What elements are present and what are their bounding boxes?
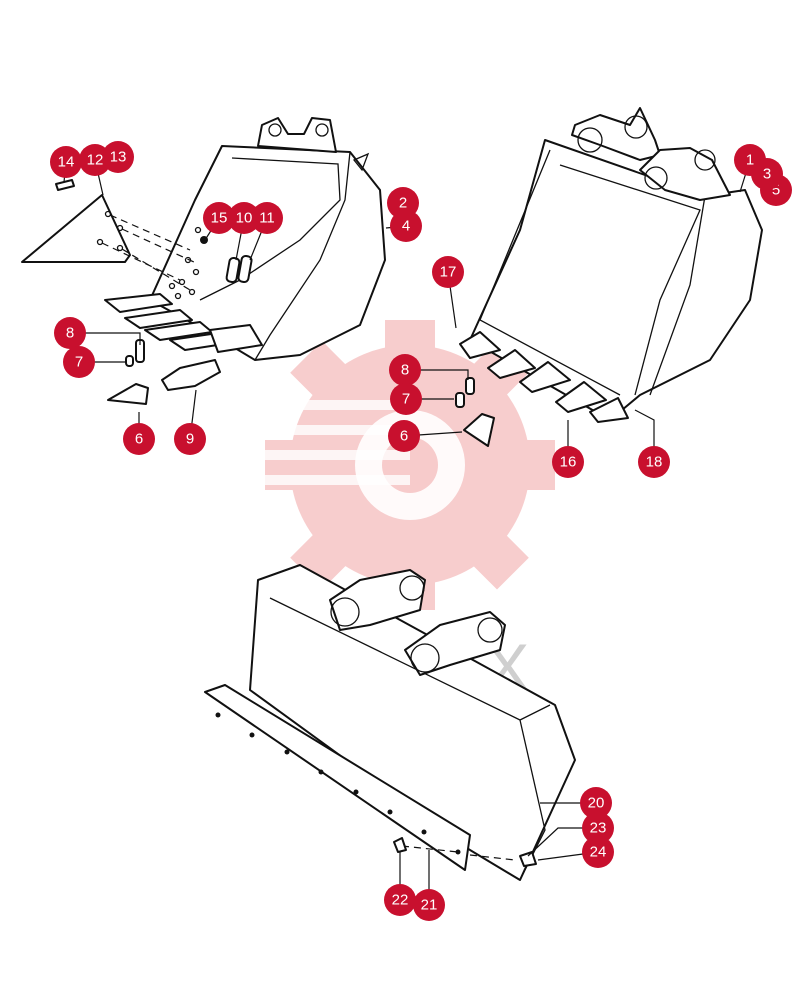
svg-text:7: 7 xyxy=(75,354,83,371)
callout-14: 14 xyxy=(50,146,82,178)
callout-8-left: 8 xyxy=(54,317,86,349)
bucket-b-teeth xyxy=(459,331,629,423)
svg-text:15: 15 xyxy=(211,210,228,227)
svg-text:3: 3 xyxy=(763,166,771,183)
bucket-a-drawing xyxy=(104,117,386,361)
svg-text:11: 11 xyxy=(259,210,275,227)
svg-text:20: 20 xyxy=(588,795,605,812)
svg-text:17: 17 xyxy=(440,264,457,281)
side-cutter-drawing xyxy=(21,179,197,291)
callout-24: 24 xyxy=(582,836,614,868)
callout-23: 23 xyxy=(582,812,614,844)
svg-text:8: 8 xyxy=(401,362,409,379)
svg-text:4: 4 xyxy=(402,218,410,235)
svg-text:24: 24 xyxy=(590,844,607,861)
svg-text:22: 22 xyxy=(392,892,409,909)
callout-16: 16 xyxy=(552,446,584,478)
svg-text:2: 2 xyxy=(399,195,407,212)
svg-text:23: 23 xyxy=(590,820,607,837)
bucket-a-teeth xyxy=(104,293,263,353)
svg-text:6: 6 xyxy=(135,431,143,448)
svg-text:10: 10 xyxy=(236,210,253,227)
svg-text:18: 18 xyxy=(646,454,663,471)
svg-text:16: 16 xyxy=(560,454,577,471)
ditching-bucket-drawing xyxy=(204,564,576,881)
callout-3: 3 xyxy=(751,158,783,190)
callout-20: 20 xyxy=(580,787,612,819)
callout-6-left: 6 xyxy=(123,423,155,455)
tooth-parts-right xyxy=(455,377,495,447)
callout-7-left: 7 xyxy=(63,346,95,378)
callout-6-right: 6 xyxy=(388,420,420,452)
svg-text:14: 14 xyxy=(58,154,75,171)
svg-text:8: 8 xyxy=(66,325,74,342)
bucket-b-drawing xyxy=(459,107,763,423)
callout-9: 9 xyxy=(174,423,206,455)
svg-text:7: 7 xyxy=(402,391,410,408)
callout-7-right: 7 xyxy=(390,383,422,415)
svg-text:6: 6 xyxy=(400,428,408,445)
svg-text:1: 1 xyxy=(746,152,754,169)
callout-18: 18 xyxy=(638,446,670,478)
svg-text:12: 12 xyxy=(87,152,104,169)
callout-22: 22 xyxy=(384,884,416,916)
tooth-parts-left xyxy=(107,339,221,405)
callout-2: 2 xyxy=(387,187,419,219)
callout-8-right: 8 xyxy=(389,354,421,386)
callout-21: 21 xyxy=(413,889,445,921)
svg-text:9: 9 xyxy=(186,431,194,448)
callout-17: 17 xyxy=(432,256,464,288)
svg-text:5: 5 xyxy=(772,182,780,199)
callout-11: 11 xyxy=(251,202,283,234)
svg-text:13: 13 xyxy=(110,149,127,166)
callout-12: 12 xyxy=(79,144,111,176)
callout-10: 10 xyxy=(228,202,260,234)
svg-text:21: 21 xyxy=(421,897,438,914)
callout-15: 15 xyxy=(203,202,235,234)
cutting-edge-holes xyxy=(215,712,461,855)
